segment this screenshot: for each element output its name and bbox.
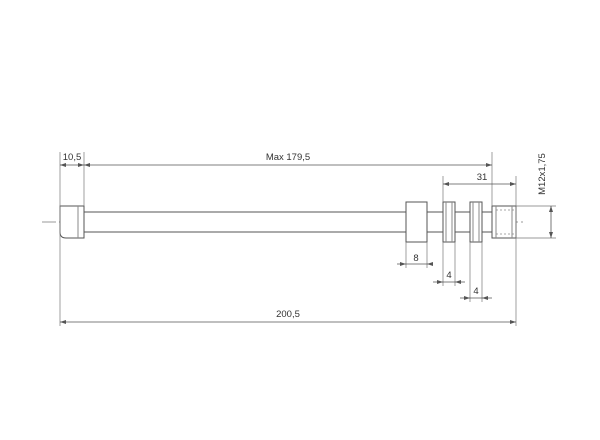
shaft-segment-2: [454, 211, 471, 233]
arrow-overall-right: [510, 320, 516, 324]
arrow-4b-left: [464, 296, 470, 300]
arrow-31-right: [510, 182, 516, 186]
arrow-max-right: [486, 163, 492, 167]
spacer-a: [442, 201, 456, 243]
arrow-max-left: [84, 163, 90, 167]
arrow-4b-right: [482, 296, 488, 300]
arrow-4a-left: [437, 280, 443, 284]
arrow-31-left: [443, 182, 449, 186]
dim-4b-label: 4: [473, 286, 478, 297]
shaft-segment-3: [481, 211, 493, 233]
dim-max-label: Max 179,5: [266, 152, 310, 163]
shaft-segment-1: [426, 211, 444, 233]
dim-overall-label: 200,5: [276, 309, 300, 320]
dim-8-label: 8: [413, 253, 418, 264]
dim-collar-label: 10,5: [63, 152, 82, 163]
dim-31-label: 31: [477, 172, 488, 183]
rod-shaft: [83, 211, 407, 233]
arrow-thread-bottom: [549, 232, 553, 238]
dim-4a-label: 4: [446, 270, 451, 281]
arrow-collar-left: [60, 163, 66, 167]
arrow-4a-right: [455, 280, 461, 284]
left-collar: [59, 205, 85, 239]
arrow-8-right: [427, 262, 433, 266]
ring-8: [405, 201, 428, 243]
spacer-b: [469, 201, 483, 243]
dim-thread-label: M12x1,75: [537, 153, 548, 195]
arrow-8-left: [400, 262, 406, 266]
arrow-collar-right: [78, 163, 84, 167]
arrow-thread-top: [549, 206, 553, 212]
arrow-overall-left: [60, 320, 66, 324]
